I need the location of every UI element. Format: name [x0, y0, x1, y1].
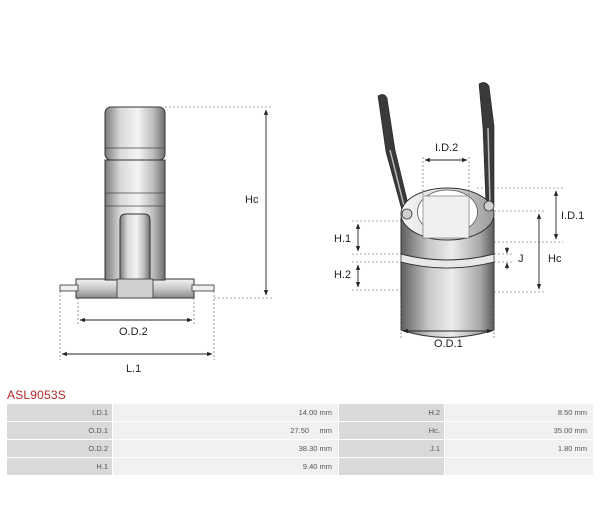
- spec-value: 1.80 mm: [444, 439, 594, 458]
- spec-label: [338, 457, 445, 476]
- wire-lead-right: [478, 82, 495, 206]
- terminal-tab-left: [59, 284, 79, 292]
- od2-label: O.D.2: [119, 326, 148, 338]
- l1-label: L.1: [126, 363, 141, 375]
- terminal-tab-right: [191, 284, 215, 292]
- technical-drawing: Hc O.D.2 L.1 I.D.2: [59, 82, 584, 375]
- body-cap: [104, 106, 166, 161]
- h1-label: H.1: [334, 233, 351, 245]
- h2-label: H.2: [334, 269, 351, 281]
- spec-label: O.D.2: [6, 439, 113, 458]
- spec-table: I.D.1 14.00 mm H.2 8.50 mm O.D.1 27.50 m…: [6, 403, 594, 476]
- body-slot: [119, 213, 151, 281]
- wire-lead-left: [377, 94, 411, 215]
- spec-label: J.1: [338, 439, 445, 458]
- spec-label: O.D.1: [6, 421, 113, 440]
- spec-value: [444, 457, 594, 476]
- table-row: I.D.1 14.00 mm H.2 8.50 mm: [6, 403, 594, 422]
- perspective-view: I.D.2 I.D.1 Hc H.1 H.2 J O.D.1: [334, 82, 584, 350]
- hc-label-left: Hc: [245, 194, 259, 206]
- table-row: H.1 9.40 mm: [6, 457, 594, 476]
- spec-label: H.1: [6, 457, 113, 476]
- spec-value: 9.40 mm: [112, 457, 339, 476]
- od1-label: O.D.1: [434, 338, 463, 350]
- ring-lower: [400, 261, 495, 338]
- side-view: Hc O.D.2 L.1: [59, 106, 272, 375]
- spec-label: Hc.: [338, 421, 445, 440]
- id1-label: I.D.1: [561, 210, 584, 222]
- spec-value: 8.50 mm: [444, 403, 594, 422]
- spec-value: 27.50 mm: [112, 421, 339, 440]
- table-row: O.D.1 27.50 mm Hc. 35.00 mm: [6, 421, 594, 440]
- part-number: ASL9053S: [7, 388, 66, 402]
- table-row: O.D.2 38.30 mm J.1 1.80 mm: [6, 439, 594, 458]
- hc-label-right: Hc: [548, 253, 562, 265]
- spec-label: I.D.1: [6, 403, 113, 422]
- spec-label: H.2: [338, 403, 445, 422]
- spec-value: 35.00 mm: [444, 421, 594, 440]
- j-label: J: [518, 253, 524, 265]
- id2-label: I.D.2: [435, 142, 458, 154]
- spec-value: 38.30 mm: [112, 439, 339, 458]
- spec-value: 14.00 mm: [112, 403, 339, 422]
